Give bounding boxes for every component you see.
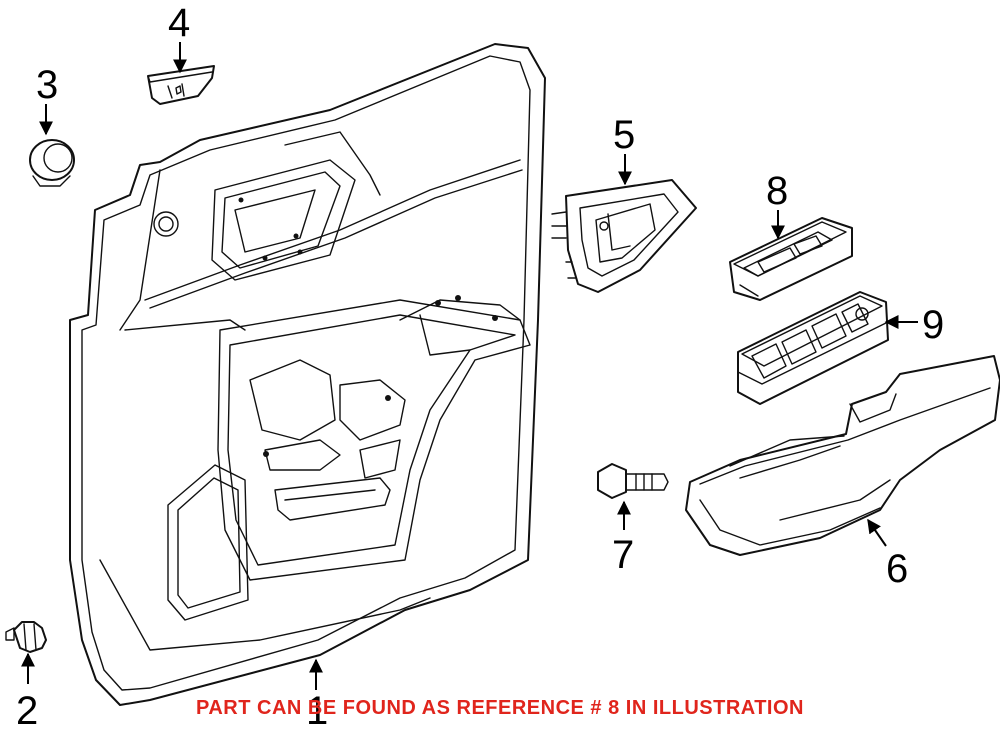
callout-4: 4 — [168, 1, 190, 45]
door-trim-panel — [69, 43, 546, 706]
callout-1: 1 — [306, 689, 328, 729]
callout-3: 3 — [36, 63, 58, 107]
grommet — [29, 139, 75, 187]
callout-8: 8 — [766, 169, 788, 213]
callout-2: 2 — [16, 689, 38, 729]
reference-notice: PART CAN BE FOUND AS REFERENCE # 8 IN IL… — [196, 697, 804, 719]
master-window-switch — [737, 291, 889, 405]
callout-6: 6 — [886, 547, 908, 591]
inside-handle-bezel — [551, 179, 697, 293]
leader-lines — [21, 42, 918, 690]
single-window-switch — [729, 217, 853, 301]
callout-9: 9 — [922, 303, 944, 347]
switch-bezel-armrest — [685, 355, 1000, 556]
leader-6 — [867, 518, 887, 547]
bolt — [597, 463, 669, 499]
callout-5: 5 — [613, 113, 635, 157]
callouts: 1 2 3 4 5 6 7 8 9 — [16, 1, 944, 729]
push-pin-clip — [5, 621, 47, 653]
retainer-clip — [147, 65, 215, 105]
callout-7: 7 — [612, 533, 634, 577]
